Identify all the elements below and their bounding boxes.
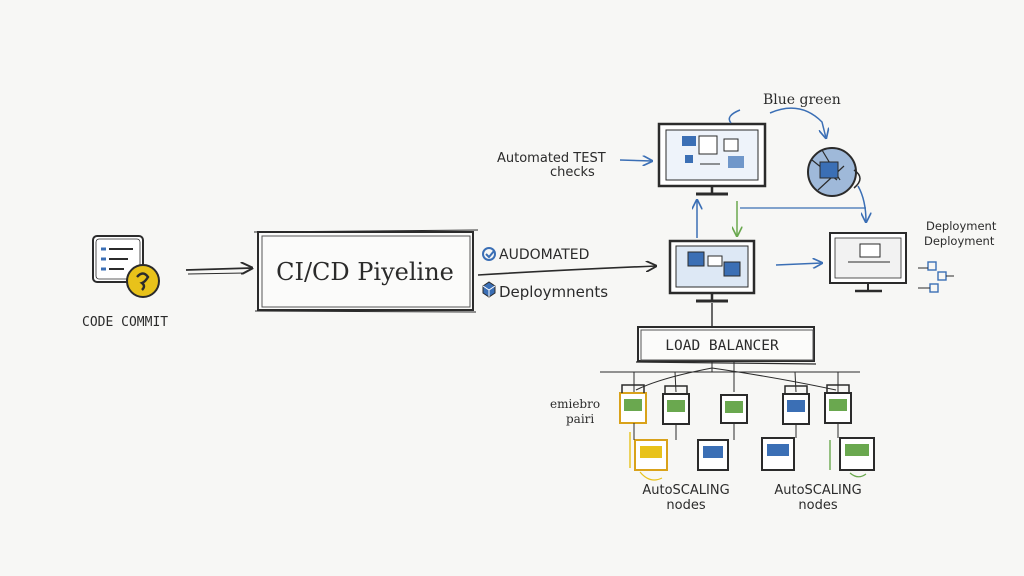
- label-code-commit: CODE COMMIT: [82, 315, 168, 330]
- server-node-3: [720, 394, 748, 424]
- server-node-8: [761, 437, 795, 471]
- load-balancer-box: [635, 326, 817, 365]
- server-rack-icon: [918, 261, 954, 293]
- label-blue-green: Blue green: [763, 92, 841, 108]
- label-deployment-1: Deployment: [926, 219, 997, 233]
- server-node-6: [634, 439, 668, 471]
- package-icon: [482, 281, 496, 298]
- server-node-9: [839, 437, 875, 471]
- server-node-4: [782, 385, 810, 425]
- server-node-7: [697, 439, 729, 471]
- commit-badge-icon: [126, 264, 160, 298]
- label-deployment-2: Deployment: [924, 234, 995, 248]
- blue-green-flow-icon: [807, 147, 861, 197]
- check-icon: [482, 247, 496, 261]
- server-node-1: [619, 384, 647, 424]
- server-node-2: [662, 385, 690, 425]
- label-env-pair-2: pairi: [566, 412, 594, 426]
- lb-fanout: [600, 362, 860, 393]
- label-deployments: Deploymnents: [499, 283, 608, 301]
- arrow-pipeline-to-deploy: [477, 266, 656, 276]
- label-autoscaling-left-2: nodes: [666, 498, 705, 513]
- label-pipeline: CI/CD Piyeline: [276, 258, 454, 286]
- label-load-balancer: LOAD BALANCER: [665, 338, 779, 354]
- label-autoscaling-right-1: AutoSCALING: [774, 483, 861, 498]
- label-automated-test-2: checks: [550, 165, 595, 180]
- label-autoscaling-right-2: nodes: [798, 498, 837, 513]
- label-automated-test-1: Automated TEST: [497, 151, 606, 166]
- pipeline-box: [253, 229, 479, 313]
- label-env-pair-1: emiebro: [550, 397, 600, 411]
- deployment-monitor-icon: [829, 232, 907, 293]
- arrow-commit-to-pipeline: [185, 268, 252, 270]
- test-monitor-icon: [657, 122, 767, 196]
- deploy-monitor-icon: [668, 239, 756, 303]
- label-automated: AUDOMATED: [499, 247, 589, 263]
- label-autoscaling-left-1: AutoSCALING: [642, 483, 729, 498]
